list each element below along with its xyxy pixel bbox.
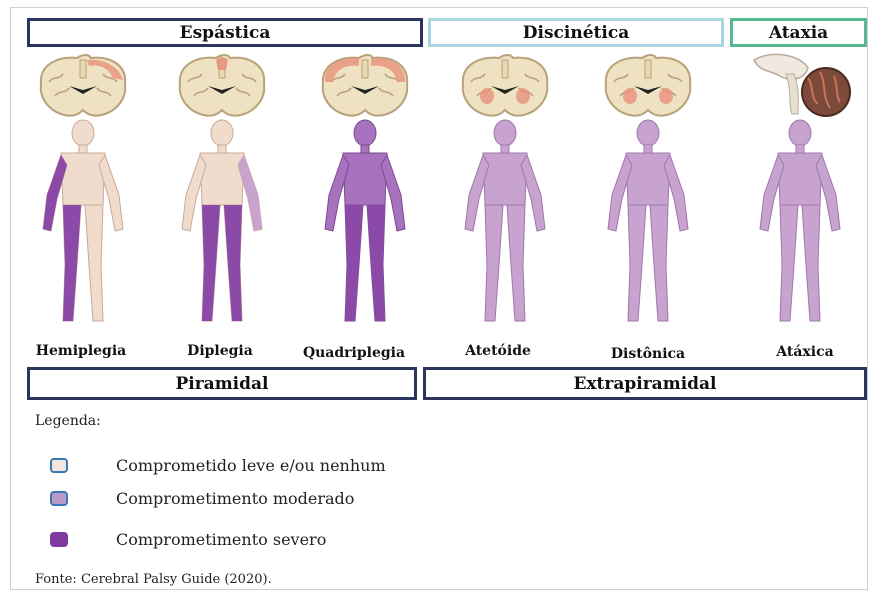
group-extrapiramidal: Extrapiramidal bbox=[423, 367, 867, 400]
label-atetoide: Atetóide bbox=[448, 343, 548, 359]
legend-swatch-moderate bbox=[50, 491, 68, 506]
legend-label-severe: Comprometimento severo bbox=[116, 530, 326, 549]
label-distonica: Distônica bbox=[598, 346, 698, 362]
label-diplegia: Diplegia bbox=[170, 343, 270, 359]
legend-item-severe: Comprometimento severo bbox=[50, 530, 326, 549]
label-hemiplegia: Hemiplegia bbox=[25, 343, 137, 359]
legend-label-mild: Comprometido leve e/ou nenhum bbox=[116, 456, 386, 475]
label-quadriplegia: Quadriplegia bbox=[288, 345, 420, 361]
legend-swatch-mild bbox=[50, 458, 68, 473]
legend-title: Legenda: bbox=[35, 413, 101, 429]
legend-item-moderate: Comprometimento moderado bbox=[50, 489, 354, 508]
legend-swatch-severe bbox=[50, 532, 68, 547]
label-ataxica: Atáxica bbox=[760, 344, 850, 360]
source-caption: Fonte: Cerebral Palsy Guide (2020). bbox=[35, 572, 272, 587]
legend-item-mild: Comprometido leve e/ou nenhum bbox=[50, 456, 386, 475]
legend-label-moderate: Comprometimento moderado bbox=[116, 489, 354, 508]
group-piramidal: Piramidal bbox=[27, 367, 417, 400]
